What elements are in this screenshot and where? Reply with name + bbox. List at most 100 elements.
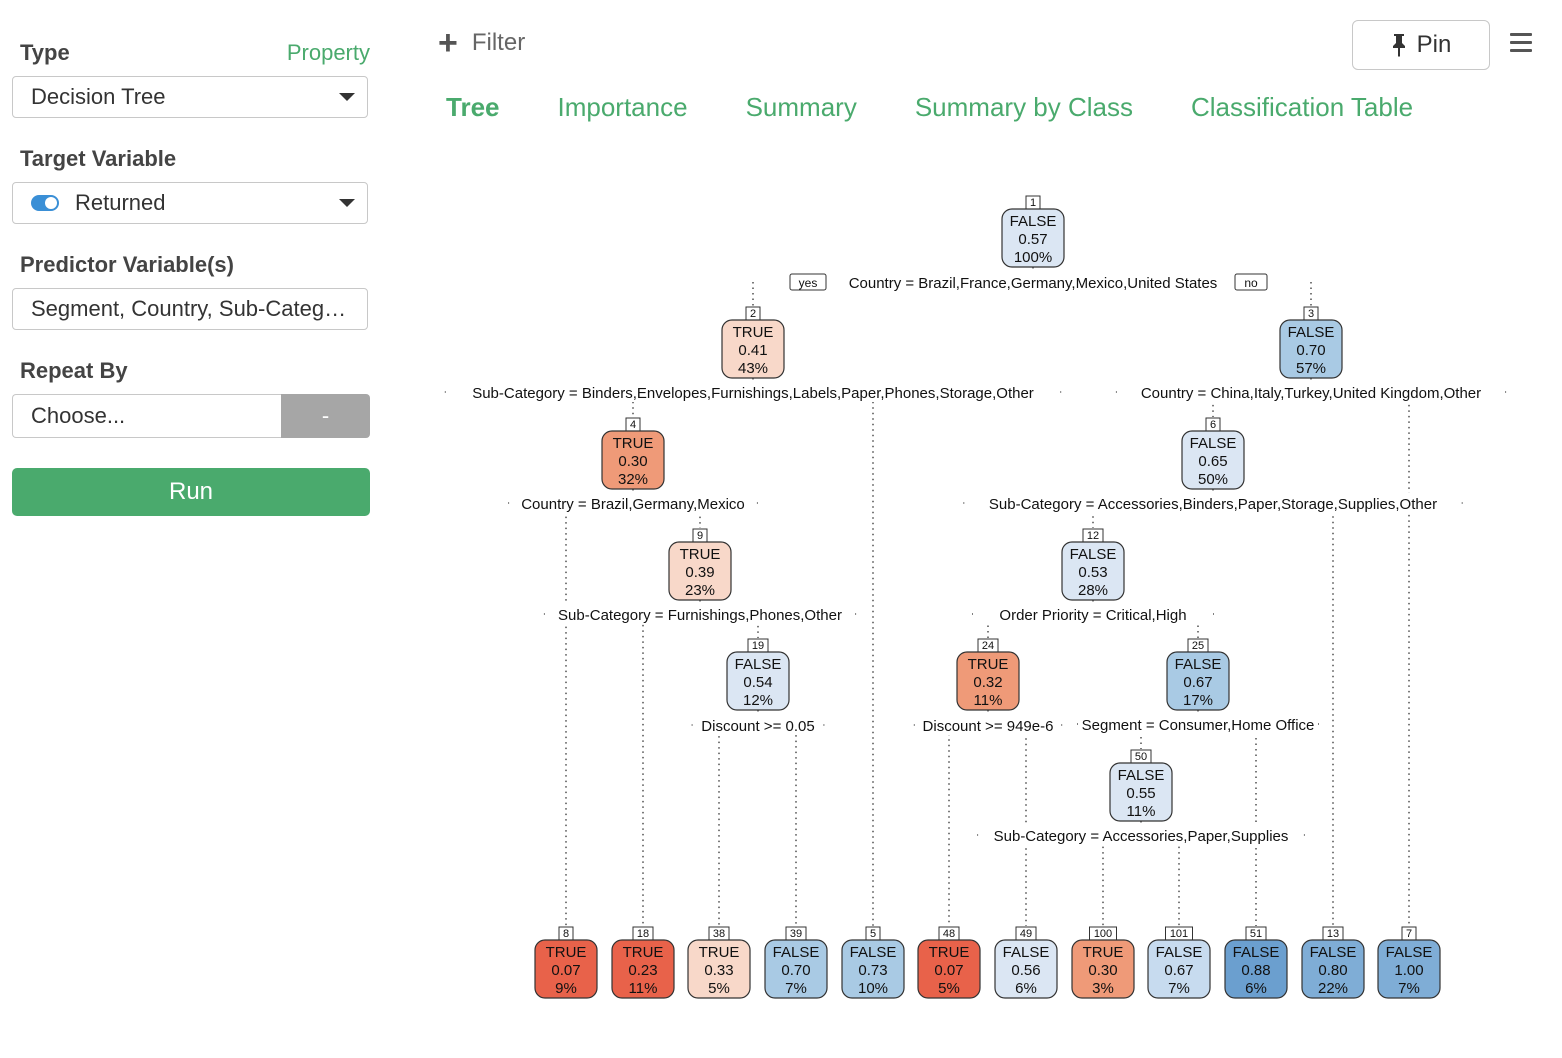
split-label: Country = China,Italy,Turkey,United King… bbox=[1141, 385, 1481, 402]
node-box bbox=[841, 939, 905, 999]
pin-label: Pin bbox=[1416, 31, 1452, 58]
node-percentage: 7% bbox=[1398, 980, 1420, 997]
split-label-background bbox=[445, 382, 1061, 402]
node-class: TRUE bbox=[929, 944, 970, 961]
node-class: TRUE bbox=[613, 435, 654, 452]
node-percentage: 3% bbox=[1092, 980, 1114, 997]
caret-down-icon bbox=[339, 93, 355, 101]
node-percentage: 12% bbox=[743, 692, 773, 709]
node-box bbox=[1166, 651, 1230, 711]
node-class: FALSE bbox=[773, 944, 820, 961]
filter-button[interactable]: + Filter bbox=[438, 26, 525, 60]
node-box bbox=[1071, 939, 1135, 999]
tab-tree[interactable]: Tree bbox=[446, 92, 500, 122]
node-id: 50 bbox=[1135, 751, 1147, 763]
split-label-background bbox=[827, 272, 1239, 292]
node-box bbox=[721, 319, 785, 379]
run-button[interactable]: Run bbox=[12, 468, 370, 516]
split-label: Discount >= 0.05 bbox=[701, 718, 814, 735]
repeat-by-select[interactable]: Choose... bbox=[12, 394, 281, 438]
tab-summary-by-class[interactable]: Summary by Class bbox=[914, 92, 1133, 122]
node-class: TRUE bbox=[680, 546, 721, 563]
node-box bbox=[917, 939, 981, 999]
node-id: 39 bbox=[790, 928, 802, 940]
node-id: 1 bbox=[1030, 197, 1036, 209]
tab-importance[interactable]: Importance bbox=[557, 92, 688, 122]
split-label-background bbox=[1116, 382, 1506, 402]
node-percentage: 57% bbox=[1296, 360, 1326, 377]
split-label: Discount >= 949e-6 bbox=[923, 718, 1054, 735]
node-percentage: 11% bbox=[1127, 803, 1156, 820]
node-id: 8 bbox=[563, 928, 569, 940]
tree-edge bbox=[1178, 834, 1305, 926]
repeat-by-clear-button[interactable]: - bbox=[281, 394, 370, 438]
node-probability: 0.65 bbox=[1198, 453, 1227, 470]
node-box bbox=[1181, 430, 1245, 490]
filter-label: Filter bbox=[471, 29, 526, 56]
tree-edge bbox=[977, 834, 1104, 926]
split-label-background bbox=[544, 604, 856, 624]
node-box bbox=[956, 651, 1020, 711]
node-id: 5 bbox=[870, 928, 876, 940]
property-link[interactable]: Property bbox=[286, 40, 370, 65]
tree-edge bbox=[508, 502, 567, 926]
node-box bbox=[726, 651, 790, 711]
node-probability: 0.32 bbox=[973, 674, 1002, 691]
predictor-variables-input[interactable]: Segment, Country, Sub-Category, Order Pr… bbox=[12, 288, 368, 330]
node-class: TRUE bbox=[1083, 944, 1124, 961]
plus-icon: + bbox=[438, 24, 458, 62]
split-label: Sub-Category = Binders,Envelopes,Furnish… bbox=[472, 385, 1034, 402]
node-box bbox=[1147, 939, 1211, 999]
node-id: 4 bbox=[630, 419, 636, 431]
node-box bbox=[1224, 939, 1288, 999]
node-class: FALSE bbox=[1386, 944, 1433, 961]
node-probability: 0.55 bbox=[1126, 785, 1155, 802]
pin-button[interactable]: Pin bbox=[1352, 20, 1490, 70]
node-class: FALSE bbox=[1003, 944, 1050, 961]
node-probability: 0.80 bbox=[1318, 962, 1347, 979]
node-box bbox=[1109, 762, 1173, 822]
split-label-background bbox=[978, 825, 1304, 845]
split-label-background bbox=[1078, 714, 1318, 734]
node-box bbox=[1061, 541, 1125, 601]
toggle-icon bbox=[31, 195, 59, 211]
node-box bbox=[668, 541, 732, 601]
menu-icon[interactable] bbox=[1510, 33, 1532, 57]
tab-classification-table[interactable]: Classification Table bbox=[1190, 92, 1414, 122]
tab-summary[interactable]: Summary bbox=[745, 92, 857, 122]
node-id: 7 bbox=[1406, 928, 1412, 940]
node-box bbox=[611, 939, 675, 999]
split-label: Country = Brazil,Germany,Mexico bbox=[521, 496, 745, 513]
tree-edge bbox=[1408, 391, 1507, 926]
node-percentage: 11% bbox=[629, 980, 658, 997]
split-label: Country = Brazil,France,Germany,Mexico,U… bbox=[849, 275, 1218, 292]
node-percentage: 28% bbox=[1078, 582, 1108, 599]
node-id: 9 bbox=[697, 530, 703, 542]
node-id: 24 bbox=[982, 640, 994, 652]
node-class: FALSE bbox=[1118, 767, 1165, 784]
node-percentage: 6% bbox=[1245, 980, 1267, 997]
node-probability: 0.07 bbox=[551, 962, 580, 979]
node-box bbox=[534, 939, 598, 999]
node-probability: 0.39 bbox=[685, 564, 714, 581]
node-percentage: 17% bbox=[1183, 692, 1213, 709]
node-probability: 0.70 bbox=[781, 962, 810, 979]
node-percentage: 7% bbox=[785, 980, 807, 997]
target-variable-select[interactable]: Returned bbox=[12, 182, 368, 224]
type-select[interactable]: Decision Tree bbox=[12, 76, 368, 118]
no-label: no bbox=[1234, 273, 1268, 291]
node-box bbox=[764, 939, 828, 999]
tree-edges bbox=[444, 267, 1507, 926]
node-id: 101 bbox=[1170, 928, 1188, 940]
node-id: 18 bbox=[637, 928, 649, 940]
node-percentage: 10% bbox=[858, 980, 888, 997]
